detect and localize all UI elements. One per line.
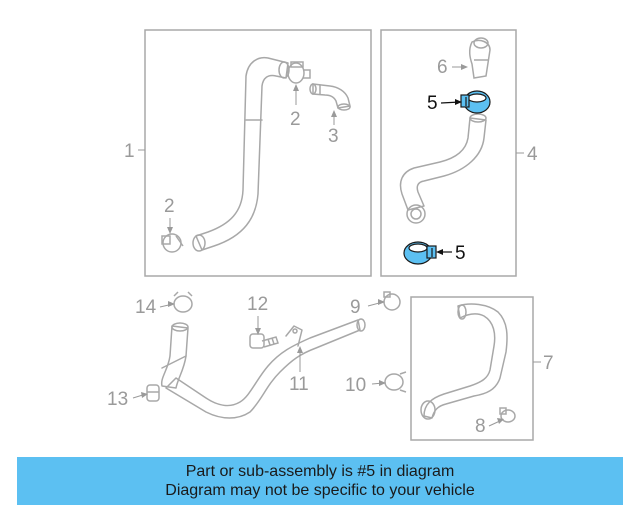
plug-part-13 <box>146 384 160 402</box>
clamp-part-8 <box>499 407 516 423</box>
callout-14: 14 <box>135 297 157 318</box>
callout-11: 11 <box>289 374 309 395</box>
group-box-hose-4 <box>380 29 517 277</box>
callout-13: 13 <box>107 389 128 410</box>
callout-4: 4 <box>527 144 538 165</box>
bolt-part-12 <box>249 333 279 349</box>
hose-part-4 <box>399 113 487 224</box>
callout-5-upper: 5 <box>427 93 438 114</box>
group-box-hose-7 <box>410 296 534 441</box>
arrowheads-highlight <box>436 99 462 255</box>
callout-7: 7 <box>543 353 554 374</box>
clamp-part-5-lower <box>403 241 437 265</box>
parts-diagram: 1 2 3 2 4 6 5 5 7 14 12 9 11 10 13 8 <box>107 29 554 441</box>
hose-part-1 <box>192 56 290 252</box>
callout-10: 10 <box>345 375 366 396</box>
elbow-part-3 <box>309 83 351 111</box>
callout-6: 6 <box>437 57 448 78</box>
callout-12: 12 <box>247 294 268 315</box>
callout-2-bottom: 2 <box>164 196 175 217</box>
callout-3: 3 <box>328 126 339 147</box>
callout-8: 8 <box>475 416 486 437</box>
info-banner: Part or sub-assembly is #5 in diagram Di… <box>17 457 623 505</box>
callout-9: 9 <box>350 297 361 318</box>
callout-5-lower: 5 <box>455 243 466 264</box>
clamp-part-9 <box>383 291 401 311</box>
arrowheads <box>141 64 504 424</box>
clamp-part-5-upper <box>460 90 491 114</box>
pipe-part-11 <box>160 318 366 419</box>
clamp-part-2-top <box>287 61 311 84</box>
connector-part-6 <box>468 37 491 79</box>
clamp-part-14 <box>173 291 193 313</box>
callout-1: 1 <box>124 141 135 162</box>
group-box-hose-1 <box>144 29 372 277</box>
callout-2-top: 2 <box>290 109 301 130</box>
hose-part-7 <box>420 303 508 420</box>
banner-line-1: Part or sub-assembly is #5 in diagram <box>185 463 455 480</box>
clamp-part-10 <box>384 371 407 393</box>
clamp-part-2-bottom <box>161 233 184 253</box>
banner-line-2: Diagram may not be specific to your vehi… <box>165 482 475 499</box>
